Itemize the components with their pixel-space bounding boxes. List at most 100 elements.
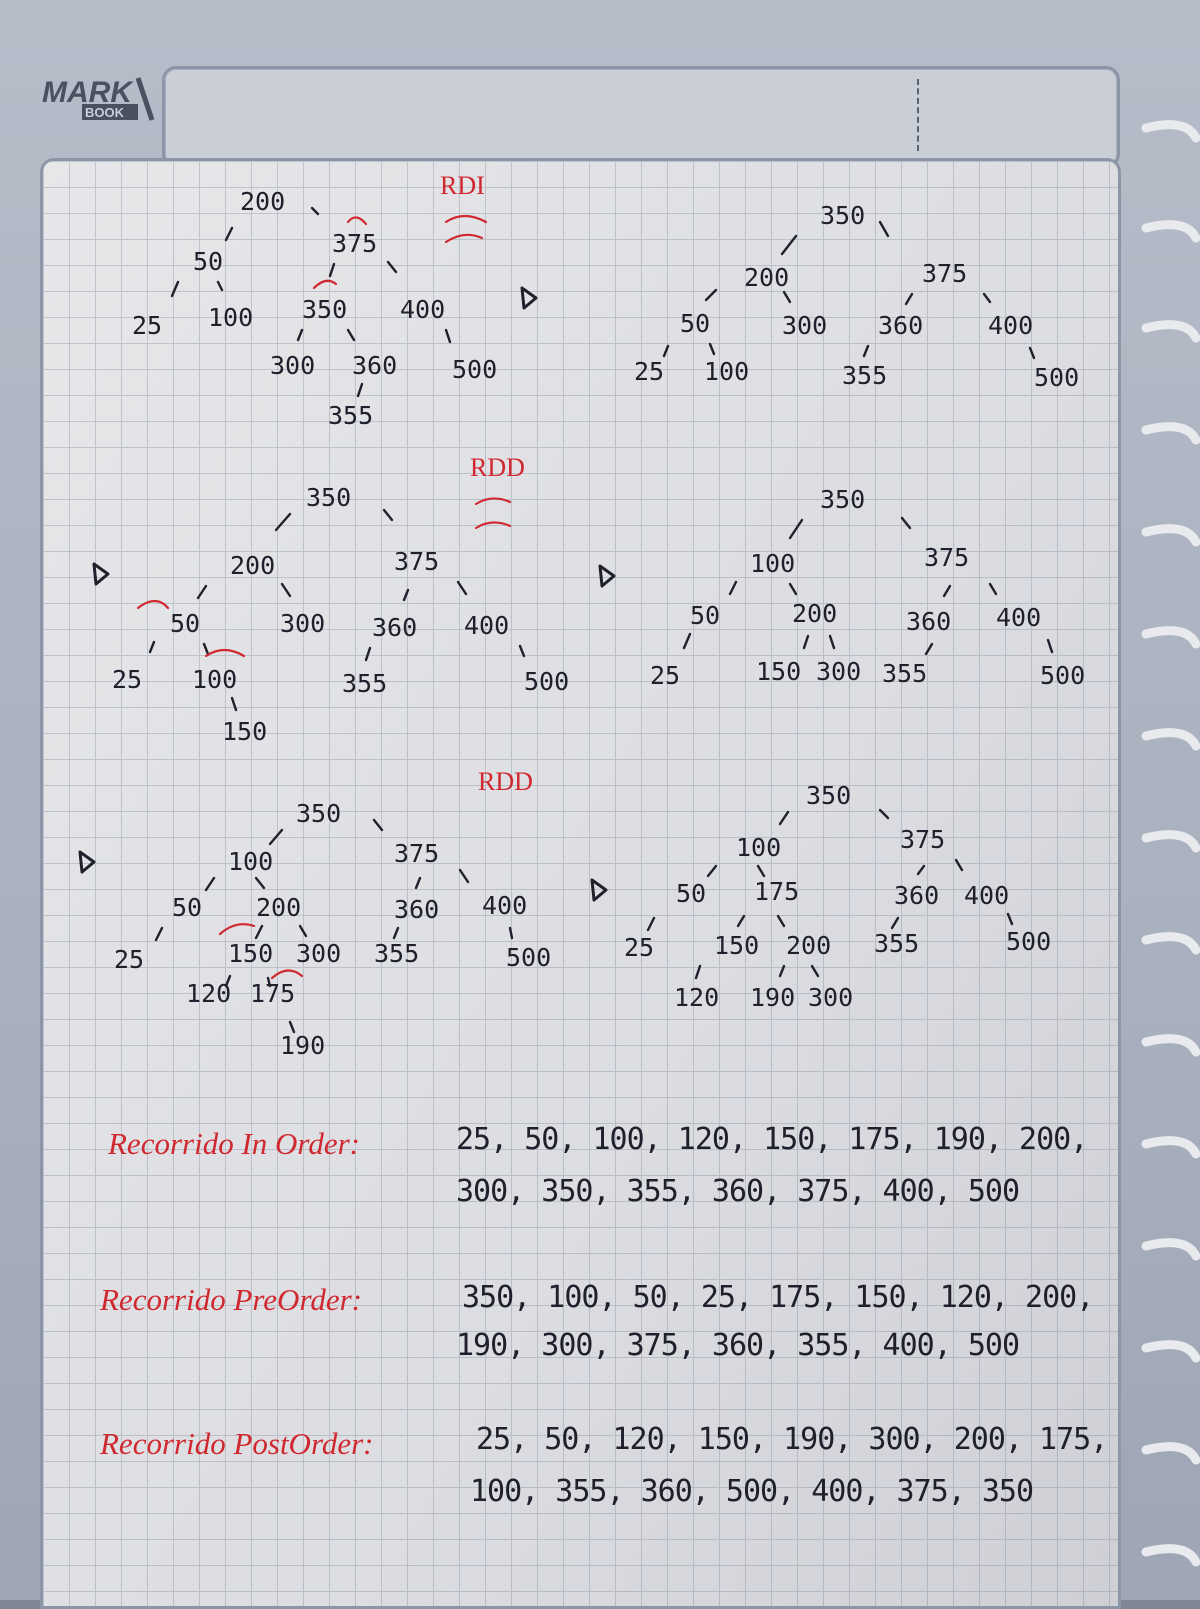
rotation-label: RDD xyxy=(478,767,533,796)
node: 355 xyxy=(374,939,419,968)
tree-3-after: 350 100 375 50 175 360 400 25 150 200 35… xyxy=(624,781,1051,1012)
node: 375 xyxy=(332,229,377,258)
rotation-label: RDI xyxy=(440,171,485,200)
node: 300 xyxy=(816,657,861,686)
node: 300 xyxy=(270,351,315,380)
node: 400 xyxy=(400,295,445,324)
node: 25 xyxy=(112,665,142,694)
svg-text:MARK: MARK xyxy=(42,76,134,109)
postorder-traversal: Recorrido PostOrder: 25, 50, 120, 150, 1… xyxy=(0,1410,1200,1509)
node: 500 xyxy=(1034,363,1079,392)
node: 200 xyxy=(230,551,275,580)
node: 190 xyxy=(750,983,795,1012)
arrow-icon xyxy=(520,286,538,310)
node: 25 xyxy=(114,945,144,974)
preorder-traversal: Recorrido PreOrder: 350, 100, 50, 25, 17… xyxy=(0,1270,1200,1363)
node: 175 xyxy=(250,979,295,1008)
node: 25 xyxy=(634,357,664,386)
node: 190 xyxy=(280,1031,325,1060)
node: 25 xyxy=(132,311,162,340)
markbook-logo: MARK BOOK xyxy=(42,76,155,121)
node: 120 xyxy=(674,983,719,1012)
node: 150 xyxy=(756,657,801,686)
node: 360 xyxy=(372,613,417,642)
rotation-label: RDD xyxy=(470,453,525,482)
postorder-label: Recorrido PostOrder: xyxy=(100,1426,374,1461)
arrow-icon xyxy=(590,878,608,902)
node: 400 xyxy=(996,603,1041,632)
inorder-traversal: Recorrido In Order: 25, 50, 100, 120, 15… xyxy=(0,1112,1200,1209)
node: 360 xyxy=(894,881,939,910)
node: 25 xyxy=(624,933,654,962)
node: 500 xyxy=(452,355,497,384)
node: 200 xyxy=(792,599,837,628)
node: 400 xyxy=(988,311,1033,340)
node: 100 xyxy=(208,303,253,332)
node: 500 xyxy=(524,667,569,696)
node: 375 xyxy=(394,547,439,576)
arrow-icon xyxy=(598,564,616,588)
node: 150 xyxy=(714,931,759,960)
node: 25 xyxy=(650,661,680,690)
arrow-icon xyxy=(92,562,110,586)
node: 400 xyxy=(482,891,527,920)
spiral-binding xyxy=(1141,120,1200,1567)
svg-text:BOOK: BOOK xyxy=(85,105,125,120)
inorder-label: Recorrido In Order: xyxy=(108,1126,360,1161)
node: 360 xyxy=(878,311,923,340)
node: 400 xyxy=(464,611,509,640)
node: 500 xyxy=(1006,927,1051,956)
title-box-divider xyxy=(917,79,919,151)
arrow-icon xyxy=(78,850,96,874)
preorder-values-line-1: 350, 100, 50, 25, 175, 150, 120, 200, xyxy=(462,1280,1094,1315)
node: 355 xyxy=(842,361,887,390)
node: 100 xyxy=(228,847,273,876)
node: 300 xyxy=(808,983,853,1012)
tree-1-after: 350 200 375 50 300 360 400 25 100 355 50… xyxy=(634,201,1079,392)
node: 50 xyxy=(193,247,223,276)
node: 350 xyxy=(820,201,865,230)
node: 350 xyxy=(806,781,851,810)
node: 100 xyxy=(192,665,237,694)
node: 175 xyxy=(754,877,799,906)
postorder-values-line-1: 25, 50, 120, 150, 190, 300, 200, 175, xyxy=(476,1422,1108,1457)
node: 50 xyxy=(680,309,710,338)
node: 150 xyxy=(222,717,267,746)
node: 50 xyxy=(172,893,202,922)
node: 100 xyxy=(704,357,749,386)
node: 355 xyxy=(874,929,919,958)
node: 350 xyxy=(820,485,865,514)
node: 120 xyxy=(186,979,231,1008)
node: 375 xyxy=(924,543,969,572)
preorder-values-line-2: 190, 300, 375, 360, 355, 400, 500 xyxy=(456,1328,1020,1363)
postorder-values-line-2: 100, 355, 360, 500, 400, 375, 350 xyxy=(470,1474,1034,1509)
node: 375 xyxy=(922,259,967,288)
preorder-label: Recorrido PreOrder: xyxy=(100,1282,363,1317)
node: 355 xyxy=(342,669,387,698)
node: 350 xyxy=(306,483,351,512)
node: 200 xyxy=(256,893,301,922)
node: 50 xyxy=(676,879,706,908)
node: 360 xyxy=(352,351,397,380)
node: 355 xyxy=(328,401,373,430)
node: 350 xyxy=(296,799,341,828)
tree-2-before: 350 200 375 50 300 360 400 25 100 355 50… xyxy=(112,483,569,746)
node: 355 xyxy=(882,659,927,688)
node: 300 xyxy=(296,939,341,968)
node: 300 xyxy=(280,609,325,638)
node: 500 xyxy=(506,943,551,972)
inorder-values-line-2: 300, 350, 355, 360, 375, 400, 500 xyxy=(456,1174,1020,1209)
tree-2-after: 350 100 375 50 200 360 400 25 150 300 35… xyxy=(650,485,1085,690)
node: 200 xyxy=(240,187,285,216)
node: 375 xyxy=(394,839,439,868)
tree-3-before: 350 100 375 50 200 360 400 25 150 300 35… xyxy=(114,799,551,1060)
node: 50 xyxy=(690,601,720,630)
node: 400 xyxy=(964,881,1009,910)
tree-1-before: 200 50 375 25 100 350 400 300 360 500 35… xyxy=(132,187,497,430)
node: 300 xyxy=(782,311,827,340)
node: 350 xyxy=(302,295,347,324)
node: 200 xyxy=(744,263,789,292)
node: 100 xyxy=(750,549,795,578)
node: 100 xyxy=(736,833,781,862)
